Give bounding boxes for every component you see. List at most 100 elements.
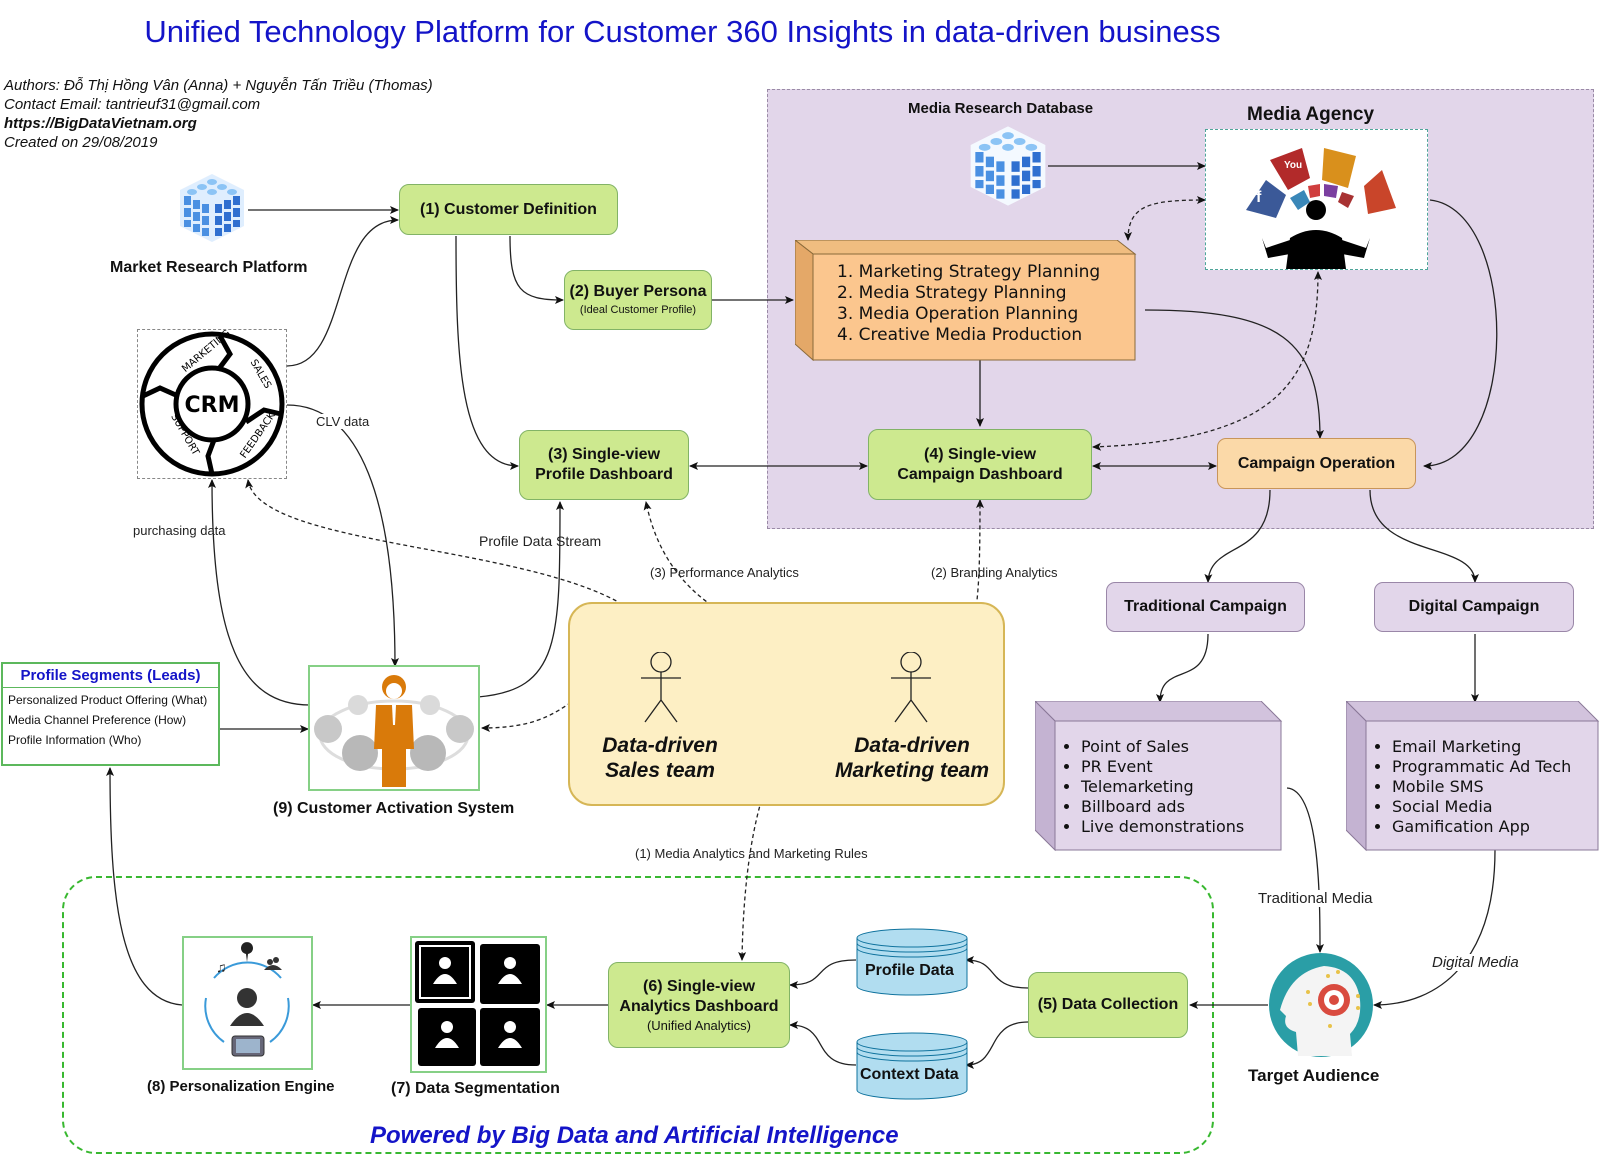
user-grid-icon [415,941,540,1066]
activation-system-node[interactable] [308,665,480,791]
analytics-dashboard-node[interactable]: (6) Single-view Analytics Dashboard (Uni… [608,962,790,1048]
data-segmentation-node[interactable] [410,936,547,1073]
analytics-dashboard-line1: (6) Single-view [642,977,756,995]
customer-definition-node[interactable]: (1) Customer Definition [399,184,618,235]
crm-cycle-icon: CRM MARKETING SALES FEEDBACK SUPPORT [139,328,285,477]
edge-context-to-analytics [789,1021,857,1066]
edge-campaign-dash-agency-dashed [1092,271,1322,451]
planning-item: 4. Creative Media Production [837,325,1083,345]
edge-personalization-to-segments [106,767,183,1006]
buyer-persona-sub: (Ideal Customer Profile) [579,303,697,316]
edge-definition-to-persona [509,235,564,304]
personalization-engine-label: (8) Personalization Engine [147,1078,335,1095]
profile-dashboard-line1: (3) Single-view [547,446,661,463]
media-agency-node[interactable]: You f [1205,129,1428,270]
edge-crm-to-definition [286,216,399,367]
target-audience-label: Target Audience [1248,1066,1380,1085]
media-research-cube-icon [968,124,1048,213]
edge-agency-to-operation [1423,199,1498,470]
digital-campaign-label: Digital Campaign [1408,598,1540,615]
sales-team-label[interactable]: Data-driven Sales team [585,733,735,783]
traditional-box-shape [1035,701,1283,851]
traditional-channels-box: Point of Sales PR Event Telemarketing Bi… [1035,701,1285,851]
marketing-team-line1: Data-driven [854,734,970,757]
crm-node[interactable]: CRM MARKETING SALES FEEDBACK SUPPORT [137,328,287,479]
profile-dashboard-line2: Profile Dashboard [535,466,673,483]
analytics-dashboard-line2: Analytics Dashboard [619,997,779,1015]
market-research-cube-icon [178,172,246,249]
marketing-team-label[interactable]: Data-driven Marketing team [822,733,1002,783]
digital-channel-list: Email Marketing Programmatic Ad Tech Mob… [1372,737,1571,837]
edge-collection-to-context [965,1021,1029,1069]
data-collection-node[interactable]: (5) Data Collection [1028,972,1188,1038]
profile-segments-title: Profile Segments (Leads) [3,664,218,688]
digital-media-label: Digital Media [1432,954,1519,971]
traditional-campaign-label: Traditional Campaign [1124,598,1287,615]
created-date: Created on 29/08/2019 [4,134,158,151]
campaign-dashboard-line2: Campaign Dashboard [897,465,1063,483]
traditional-channel-item: Live demonstrations [1081,817,1244,837]
clv-data-label: CLV data [316,414,370,429]
planning-box[interactable]: 1. Marketing Strategy Planning 2. Media … [795,240,1145,361]
planning-item: 1. Marketing Strategy Planning [837,262,1101,282]
edge-planning-agency-dashed [1124,196,1206,241]
context-data-cylinder-icon [856,1032,968,1100]
profile-data-label: Profile Data [865,962,954,979]
marketing-team-line2: Marketing team [834,759,990,782]
svg-text:♫: ♫ [216,959,227,975]
planning-list: 1. Marketing Strategy Planning 2. Media … [837,262,1100,346]
profile-segment-row: Personalized Product Offering (What) [8,693,208,707]
traditional-channel-item: PR Event [1081,757,1244,777]
digital-campaign-node[interactable]: Digital Campaign [1374,582,1574,632]
profile-segment-row: Media Channel Preference (How) [8,713,187,727]
contact-email: Contact Email: tantrieuf31@gmail.com [4,96,261,113]
sales-team-line1: Data-driven [602,734,718,757]
big-data-ai-region [62,876,1214,1154]
performance-analytics-label: (3) Performance Analytics [650,565,799,580]
traditional-media-label: Traditional Media [1258,890,1373,907]
buyer-persona-node[interactable]: (2) Buyer Persona (Ideal Customer Profil… [564,270,712,330]
profile-data-stream-label: Profile Data Stream [479,533,602,549]
buyer-persona-title: (2) Buyer Persona [569,282,707,300]
campaign-operation-node[interactable]: Campaign Operation [1217,438,1416,489]
traditional-campaign-node[interactable]: Traditional Campaign [1106,582,1305,632]
analytics-dashboard-sub: (Unified Analytics) [646,1017,752,1033]
digital-channel-item: Programmatic Ad Tech [1392,757,1571,777]
traditional-channel-item: Telemarketing [1081,777,1244,797]
planning-item: 2. Media Strategy Planning [837,283,1067,303]
campaign-dashboard-node[interactable]: (4) Single-view Campaign Dashboard [868,429,1092,500]
edge-definition-to-profile-dash [455,235,519,470]
edge-digital-media [1373,849,1496,1009]
marketing-team-actor-icon [891,652,931,723]
edge-operation-to-digital [1369,489,1479,583]
edge-operation-to-traditional [1204,489,1271,583]
edge-planning-to-operation [1144,309,1324,439]
profile-dashboard-node[interactable]: (3) Single-view Profile Dashboard [519,430,689,500]
activation-system-label: (9) Customer Activation System [273,800,515,817]
media-rules-label: (1) Media Analytics and Marketing Rules [635,846,868,861]
edge-traditional-to-list [1156,633,1209,703]
profile-segment-row: Profile Information (Who) [8,733,142,747]
edge-traditional-media [1286,787,1324,953]
traditional-channel-item: Billboard ads [1081,797,1244,817]
market-research-label: Market Research Platform [110,259,308,276]
profile-segments-table[interactable]: Profile Segments (Leads) Personalized Pr… [1,662,220,766]
planning-item: 3. Media Operation Planning [837,304,1079,324]
media-research-db-label: Media Research Database [908,100,1094,117]
branding-analytics-label: (2) Branding Analytics [931,565,1058,580]
profile-data-cylinder-icon [856,928,968,996]
sales-team-line2: Sales team [605,759,715,782]
traditional-channel-list: Point of Sales PR Event Telemarketing Bi… [1061,737,1244,837]
digital-channels-box: Email Marketing Programmatic Ad Tech Mob… [1346,701,1600,851]
user-cycle-icon: ♫ [204,942,290,1057]
digital-channel-item: Social Media [1392,797,1571,817]
customer-definition-label: (1) Customer Definition [420,200,597,218]
campaign-operation-label: Campaign Operation [1237,454,1396,472]
edge-crm-clv-to-activation [286,404,399,667]
media-agency-speaker-icon: You f [1246,148,1396,269]
personalization-engine-node[interactable]: ♫ [182,936,313,1070]
data-collection-label: (5) Data Collection [1037,996,1179,1013]
website-link[interactable]: https://BigDataVietnam.org [4,115,197,132]
svg-text:You: You [1284,160,1302,171]
edge-activation-to-crm [208,479,311,706]
